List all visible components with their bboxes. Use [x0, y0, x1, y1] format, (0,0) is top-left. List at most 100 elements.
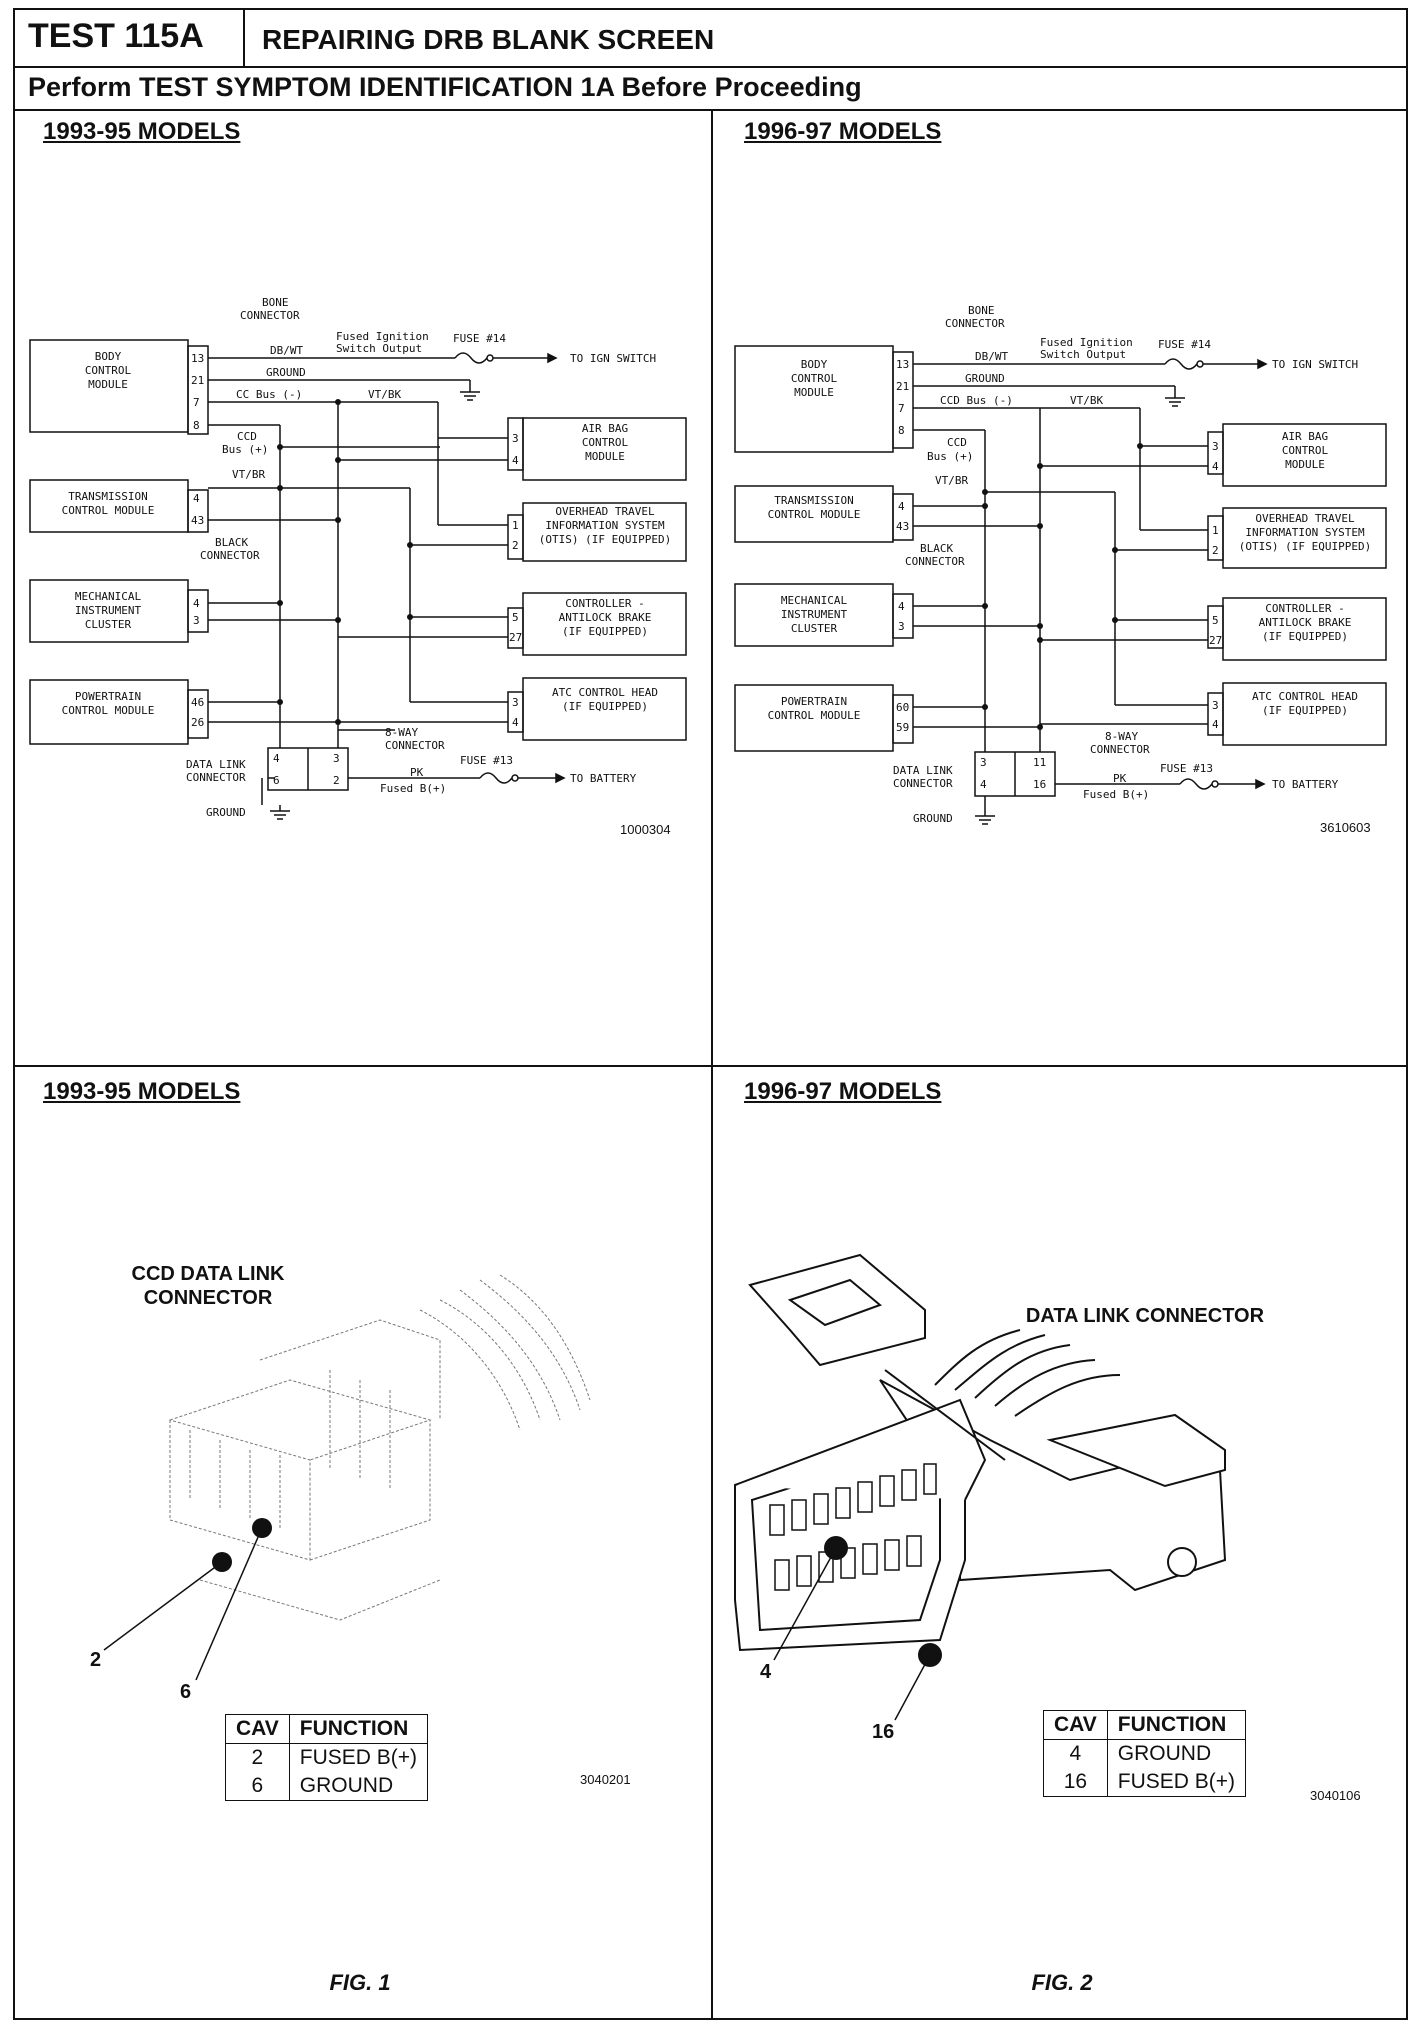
fig1-th-cav: CAV	[225, 1714, 290, 1744]
black96-1: BLACK	[920, 542, 953, 555]
dlc96-label-2: CONNECTOR	[893, 777, 953, 790]
fig2-func-1: GROUND	[1117, 1742, 1212, 1765]
atc96-pin-4: 4	[1212, 718, 1219, 731]
test-subtitle: Perform TEST SYMPTOM IDENTIFICATION 1A B…	[28, 72, 862, 102]
tcm-line-2: CONTROL MODULE	[62, 504, 155, 517]
splice-dots-1993	[277, 399, 413, 725]
fused-b96: Fused B(+)	[1083, 788, 1149, 801]
abs96-line-3: (IF EQUIPPED)	[1262, 630, 1348, 643]
schematic-code-1996: 3610603	[1320, 820, 1371, 835]
airbag96-pin-3: 3	[1212, 440, 1219, 453]
schematic-1993-95	[29, 339, 687, 805]
top-right-title: 1996-97 MODELS	[744, 118, 942, 145]
airbag-line-3: MODULE	[585, 450, 625, 463]
wire-bundle	[934, 1329, 1121, 1417]
otis-module-1996	[1222, 507, 1387, 569]
test-number: TEST 115A	[28, 17, 204, 55]
fig2-func-2: FUSED B(+)	[1117, 1770, 1236, 1793]
fig2-code: 3040106	[1310, 1788, 1361, 1803]
fig1-th-function: FUNCTION	[289, 1714, 428, 1744]
fig2-cav-1: 4	[1043, 1739, 1108, 1768]
tcm-pin-block	[187, 489, 209, 533]
bcm96-line-1: BODY	[801, 358, 828, 371]
mic-line-1: MECHANICAL	[75, 590, 142, 603]
otis-pin-1: 1	[512, 519, 519, 532]
abs96-line-2: ANTILOCK BRAKE	[1259, 616, 1352, 629]
bcm-line-3: MODULE	[88, 378, 128, 391]
tcm96-line-1: TRANSMISSION	[774, 494, 853, 507]
atc-module	[522, 677, 687, 741]
eight-way-1: 8-WAY	[385, 726, 418, 739]
otis-line-3: (OTIS) (IF EQUIPPED)	[539, 533, 671, 546]
atc-line-2: (IF EQUIPPED)	[562, 700, 648, 713]
black-connector-2: CONNECTOR	[200, 549, 260, 562]
fig2-caption: FIG. 2	[1031, 1970, 1093, 1995]
bcm-line-1: BODY	[95, 350, 122, 363]
dlc-pin-2: 2	[333, 774, 340, 787]
page-frame	[13, 8, 1408, 2020]
fig1-callout-6: 6	[180, 1681, 191, 1703]
abs96-pin-27: 27	[1209, 634, 1222, 647]
dlc-pin-3: 3	[333, 752, 340, 765]
to-ign96: TO IGN SWITCH	[1272, 358, 1358, 371]
tcm96-pin-4: 4	[898, 500, 905, 513]
atc96-line-2: (IF EQUIPPED)	[1262, 704, 1348, 717]
bcm-pin-8: 8	[193, 419, 200, 432]
fused-ign-1: Fused Ignition	[336, 330, 429, 343]
test-number-box	[13, 8, 245, 68]
abs96-pin-5: 5	[1212, 614, 1219, 627]
dbwt-label: DB/WT	[270, 344, 303, 357]
fig1-title-2: CONNECTOR	[144, 1287, 273, 1309]
ground-bottom96: GROUND	[913, 812, 953, 825]
dbwt96: DB/WT	[975, 350, 1008, 363]
abs-line-3: (IF EQUIPPED)	[562, 625, 648, 638]
tcm-pin-43: 43	[191, 514, 204, 527]
top-left-title: 1993-95 MODELS	[43, 118, 241, 145]
airbag-pin-4: 4	[512, 454, 519, 467]
pcm96-line-1: POWERTRAIN	[781, 695, 847, 708]
black96-2: CONNECTOR	[905, 555, 965, 568]
bcm-pin-21: 21	[191, 374, 204, 387]
bcm96-pin-21: 21	[896, 380, 909, 393]
bcm96-line-2: CONTROL	[791, 372, 838, 385]
bcm96-pin-8: 8	[898, 424, 905, 437]
schematic-1996-97	[734, 345, 1387, 810]
pcm-pin-block	[187, 689, 209, 739]
bcm-pin-7: 7	[193, 396, 200, 409]
atc96-line-1: ATC CONTROL HEAD	[1252, 690, 1358, 703]
eight-way-2: CONNECTOR	[385, 739, 445, 752]
dlc96-pin-11: 11	[1033, 756, 1046, 769]
fused-b-label: Fused B(+)	[380, 782, 446, 795]
otis96-line-1: OVERHEAD TRAVEL	[1255, 512, 1355, 525]
vtbk96: VT/BK	[1070, 394, 1103, 407]
ccd-bus-1: CCD	[237, 430, 257, 443]
dlc96-label-1: DATA LINK	[893, 764, 953, 777]
otis-pin-2: 2	[512, 539, 519, 552]
otis-module	[522, 502, 687, 562]
dlc96-pin-16: 16	[1033, 778, 1046, 791]
cc-bus-label: CC Bus (-)	[236, 388, 302, 401]
bcm96-pin-13: 13	[896, 358, 909, 371]
tcm-pin-4: 4	[193, 492, 200, 505]
ccd-bus-2: Bus (+)	[222, 443, 268, 456]
fig1-code: 3040201	[580, 1772, 631, 1787]
ground-label: GROUND	[266, 366, 306, 379]
ground-bottom: GROUND	[206, 806, 246, 819]
abs-line-1: CONTROLLER -	[565, 597, 644, 610]
otis96-line-2: INFORMATION SYSTEM	[1245, 526, 1365, 539]
to-battery96: TO BATTERY	[1272, 778, 1339, 791]
atc-line-1: ATC CONTROL HEAD	[552, 686, 658, 699]
abs-module-1996	[1222, 597, 1387, 661]
fuse-14-label: FUSE #14	[453, 332, 506, 345]
header-row	[13, 8, 1408, 68]
bcm-line-2: CONTROL	[85, 364, 132, 377]
otis-line-1: OVERHEAD TRAVEL	[555, 505, 655, 518]
tcm96-line-2: CONTROL MODULE	[768, 508, 861, 521]
bone-connector-1: BONE	[262, 296, 289, 309]
airbag-line-1: AIR BAG	[582, 422, 628, 435]
bone96-1: BONE	[968, 304, 995, 317]
black-connector-1: BLACK	[215, 536, 248, 549]
ccd-bus96: CCD Bus (-)	[940, 394, 1013, 407]
dlc-label-1: DATA LINK	[186, 758, 246, 771]
